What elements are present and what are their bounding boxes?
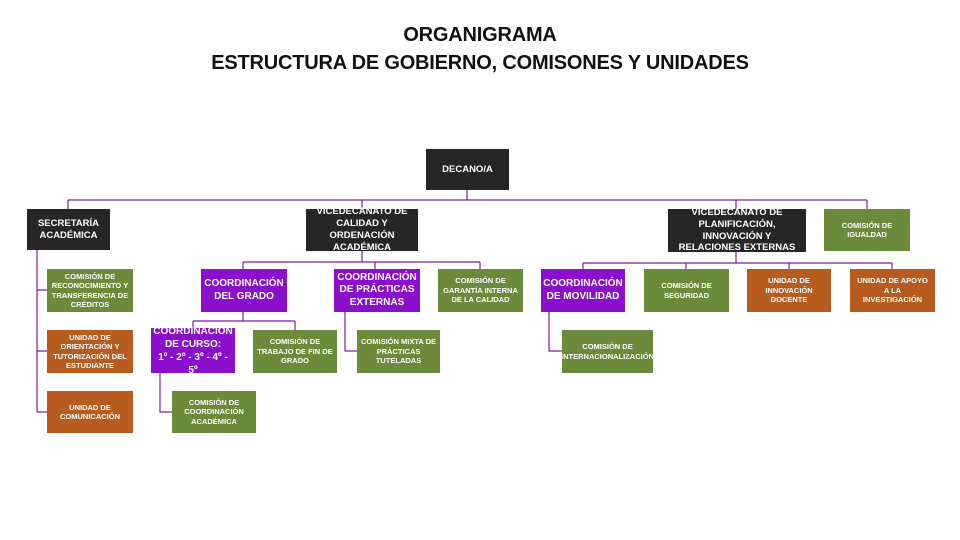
node-comision-igualdad: COMISIÓN DE IGUALDAD: [824, 209, 910, 251]
node-coordinacion-grado: COORDINACIÓN DEL GRADO: [201, 269, 287, 312]
node-secretaria-academica: SECRETARÍA ACADÉMICA: [27, 209, 110, 250]
node-comision-internacionalizacion: COMISIÓN DE INTERNACIONALIZACIÓN: [561, 330, 654, 373]
node-unidad-orientacion: UNIDAD DE ORIENTACIÓN Y TUTORIZACIÓN DEL…: [47, 330, 133, 373]
connector-vice-calidad: [242, 251, 481, 269]
node-comision-garantia: COMISIÓN DE GARANTÍA INTERNA DE LA CALID…: [438, 269, 523, 312]
connector-coord-practicas: [344, 312, 357, 352]
node-decano: DECANO/A: [426, 149, 509, 190]
coordinacion-curso-years: 1º - 2º - 3º - 4º - 5º: [158, 351, 228, 376]
node-comision-mixta: COMISIÓN MIXTA DE PRÁCTICAS TUTELADAS: [357, 330, 440, 373]
connector-secretaria: [36, 250, 47, 413]
node-comision-seguridad: COMISIÓN DE SEGURIDAD: [644, 269, 729, 312]
connector-vice-planificacion: [582, 252, 893, 269]
node-unidad-comunicacion: UNIDAD DE COMUNICACIÓN: [47, 391, 133, 433]
node-comision-tfg: COMISIÓN DE TRABAJO DE FIN DE GRADO: [253, 330, 337, 373]
node-vicedecanato-calidad: VICEDECANATO DE CALIDAD Y ORDENACIÓN ACA…: [306, 206, 418, 253]
connector-coord-grado: [192, 312, 296, 330]
node-vicedecanato-planificacion: VICEDECANATO DE PLANIFICACIÓN, INNOVACIÓ…: [668, 207, 806, 253]
connector-coord-curso: [159, 373, 172, 413]
chart-subtitle: ESTRUCTURA DE GOBIERNO, COMISONES Y UNID…: [211, 52, 749, 74]
node-coordinacion-practicas: COORDINACIÓN DE PRÁCTICAS EXTERNAS: [334, 269, 420, 312]
coordinacion-curso-title: COORDINACIÓN DE CURSO:: [153, 325, 233, 350]
node-comision-reconocimiento: COMISIÓN DE RECONOCIMIENTO Y TRANSFERENC…: [47, 269, 133, 312]
chart-title: ORGANIGRAMA: [403, 24, 557, 46]
node-coordinacion-movilidad: COORDINACIÓN DE MOVILIDAD: [541, 269, 625, 312]
node-unidad-innovacion: UNIDAD DE INNOVACIÓN DOCENTE: [747, 269, 831, 312]
node-unidad-apoyo: UNIDAD DE APOYO A LA INVESTIGACIÓN: [850, 269, 935, 312]
node-comision-coordinacion-academica: COMISIÓN DE COORDINACIÓN ACADÉMICA: [172, 391, 256, 433]
connector-coord-movilidad: [548, 312, 562, 352]
node-coordinacion-curso: COORDINACIÓN DE CURSO: 1º - 2º - 3º - 4º…: [151, 325, 235, 376]
